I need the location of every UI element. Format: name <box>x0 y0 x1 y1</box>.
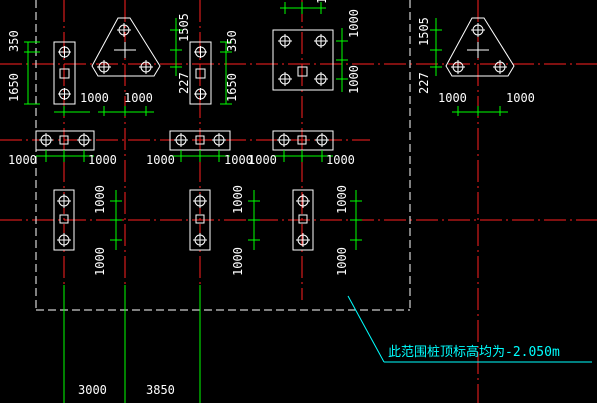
dim-bottom-2: 3850 <box>146 383 175 397</box>
dim-tri-right-width-right: 1000 <box>506 91 535 105</box>
dim-tri-left-width: 1000 <box>124 91 153 105</box>
pile-cap-row3-3 <box>292 189 314 251</box>
dim-top-right: 1000 <box>315 0 329 4</box>
pile-cap-triangle-right <box>445 17 515 77</box>
dim-row2-2-right: 1000 <box>224 153 253 167</box>
annotation-leader <box>347 295 592 363</box>
dim-row3-2-top: 1000 <box>231 185 245 214</box>
pile-cap-row3-2 <box>189 189 211 251</box>
dimension-lines <box>24 2 508 403</box>
pile-cap-row2-3 <box>272 130 334 151</box>
pile-cap-triangle-left <box>91 17 161 77</box>
dim-cap-a-top: 350 <box>7 30 21 52</box>
dim-square-bottom: 1000 <box>347 65 361 94</box>
dim-cap-b-top: 350 <box>225 30 239 52</box>
pile-caps <box>35 17 515 251</box>
dim-cap-a-width-left: 1000 <box>80 91 109 105</box>
dim-tri-right-offset: 227 <box>417 72 431 94</box>
dim-row2-2-left: 1000 <box>146 153 175 167</box>
dim-tri-left-top: 1505 <box>177 13 191 42</box>
dim-square-top: 1000 <box>347 9 361 38</box>
pile-cap-a <box>53 41 76 105</box>
dim-row2-3-right: 1000 <box>326 153 355 167</box>
dim-cap-b-bottom: 1650 <box>225 73 239 102</box>
dim-row2-1-left: 1000 <box>8 153 37 167</box>
elevation-note: 此范围桩顶标高均为-2.050m <box>388 344 560 360</box>
pile-cap-row3-1 <box>53 189 75 251</box>
dim-row3-3-top: 1000 <box>335 185 349 214</box>
dim-row3-1-bottom: 1000 <box>93 247 107 276</box>
pile-cap-b <box>189 41 212 105</box>
dimension-texts: 350 1650 1000 227 1505 1000 350 1650 100… <box>7 0 535 397</box>
dim-row3-3-bottom: 1000 <box>335 247 349 276</box>
dim-tri-left-offset: 227 <box>177 72 191 94</box>
dim-row3-2-bottom: 1000 <box>231 247 245 276</box>
dim-tri-right-width-left: 1000 <box>438 91 467 105</box>
dim-row2-3-left: 1000 <box>248 153 277 167</box>
dim-cap-a-bottom: 1650 <box>7 73 21 102</box>
dim-bottom-1: 3000 <box>78 383 107 397</box>
dim-row3-1-top: 1000 <box>93 185 107 214</box>
pile-cap-row2-1 <box>35 130 95 151</box>
pile-cap-square <box>272 29 334 91</box>
dim-row2-1-right: 1000 <box>88 153 117 167</box>
dim-tri-right-top: 1505 <box>417 17 431 46</box>
